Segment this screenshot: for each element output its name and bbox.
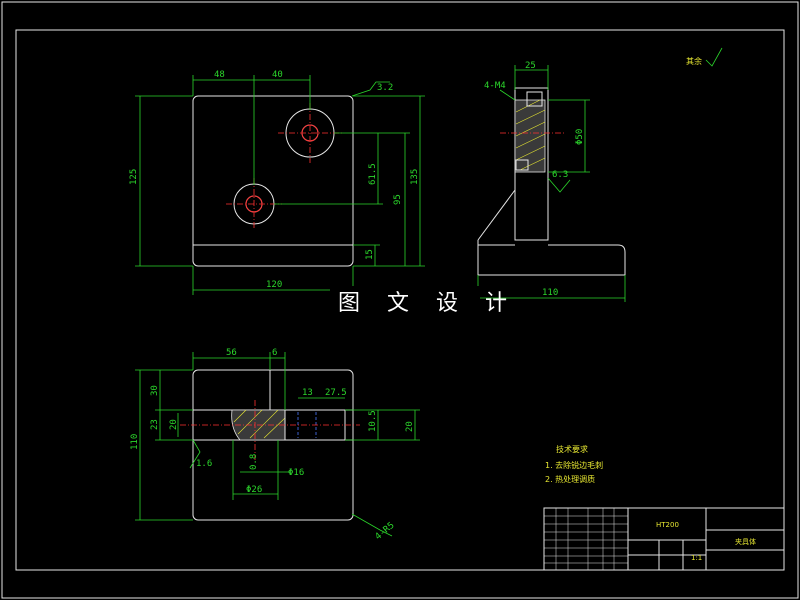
dim-top-20a: 20 <box>169 419 179 430</box>
tech-item-2: 2. 热处理调质 <box>545 474 595 484</box>
tech-item-1: 1. 去除锐边毛刺 <box>545 460 603 470</box>
dim-side-width: 110 <box>542 288 558 298</box>
title-part-name: 夹具体 <box>735 537 756 546</box>
title-scale: 1:1 <box>691 554 702 562</box>
dim-top-56: 56 <box>226 348 237 358</box>
dim-height-right: 135 <box>410 169 420 185</box>
dim-mid-2: 95 <box>393 194 403 205</box>
dim-top-small: 0.8 <box>249 454 259 470</box>
front-body <box>192 95 354 267</box>
dim-base: 15 <box>365 249 375 260</box>
watermark: 图 文 设 计 <box>338 291 517 316</box>
title-material: HT200 <box>656 521 679 529</box>
roughness-note: 其余 <box>686 47 723 67</box>
tech-title: 技术要求 <box>556 444 588 454</box>
dim-top-d16: Φ16 <box>288 468 304 478</box>
dim-top-13: 13 <box>302 388 313 398</box>
svg-text:其余: 其余 <box>686 56 702 66</box>
front-view: 48 40 125 135 61.5 95 15 120 3.2 <box>129 70 425 295</box>
dim-top-27: 27.5 <box>325 388 347 398</box>
side-view: 25 4-M4 Φ50 110 6.3 <box>477 61 626 302</box>
top-body <box>192 369 354 521</box>
dim-side-dia: Φ50 <box>575 129 585 145</box>
dim-height-left: 125 <box>129 169 139 185</box>
dim-top-right: 40 <box>272 70 283 80</box>
dim-width: 120 <box>266 280 282 290</box>
dim-top-chamfer: 1.6 <box>196 459 212 469</box>
dim-top-left: 48 <box>214 70 225 80</box>
dim-top-10: 10.5 <box>368 410 378 432</box>
dim-top-d26: Φ26 <box>246 485 262 495</box>
dim-side-hole: 4-M4 <box>484 81 506 91</box>
rough-side: 6.3 <box>552 170 568 180</box>
dim-top-30: 30 <box>150 385 160 396</box>
tech-requirements: 技术要求 1. 去除锐边毛刺 2. 热处理调质 <box>545 444 603 484</box>
top-view: 56 6 13 27.5 110 30 23 20 10.5 20 Φ16 Φ2… <box>130 348 420 542</box>
dim-top-110: 110 <box>130 434 140 450</box>
dim-top-corner: 4-R5 <box>374 521 397 543</box>
dim-mid-1: 61.5 <box>368 163 378 185</box>
dim-top-6: 6 <box>272 348 277 358</box>
rough-front: 3.2 <box>377 83 393 93</box>
dim-side-top: 25 <box>525 61 536 71</box>
inner-frame <box>15 29 785 571</box>
title-block: HT200 夹具体 1:1 <box>543 507 785 571</box>
dim-top-23: 23 <box>150 419 160 430</box>
dim-top-20b: 20 <box>405 421 415 432</box>
